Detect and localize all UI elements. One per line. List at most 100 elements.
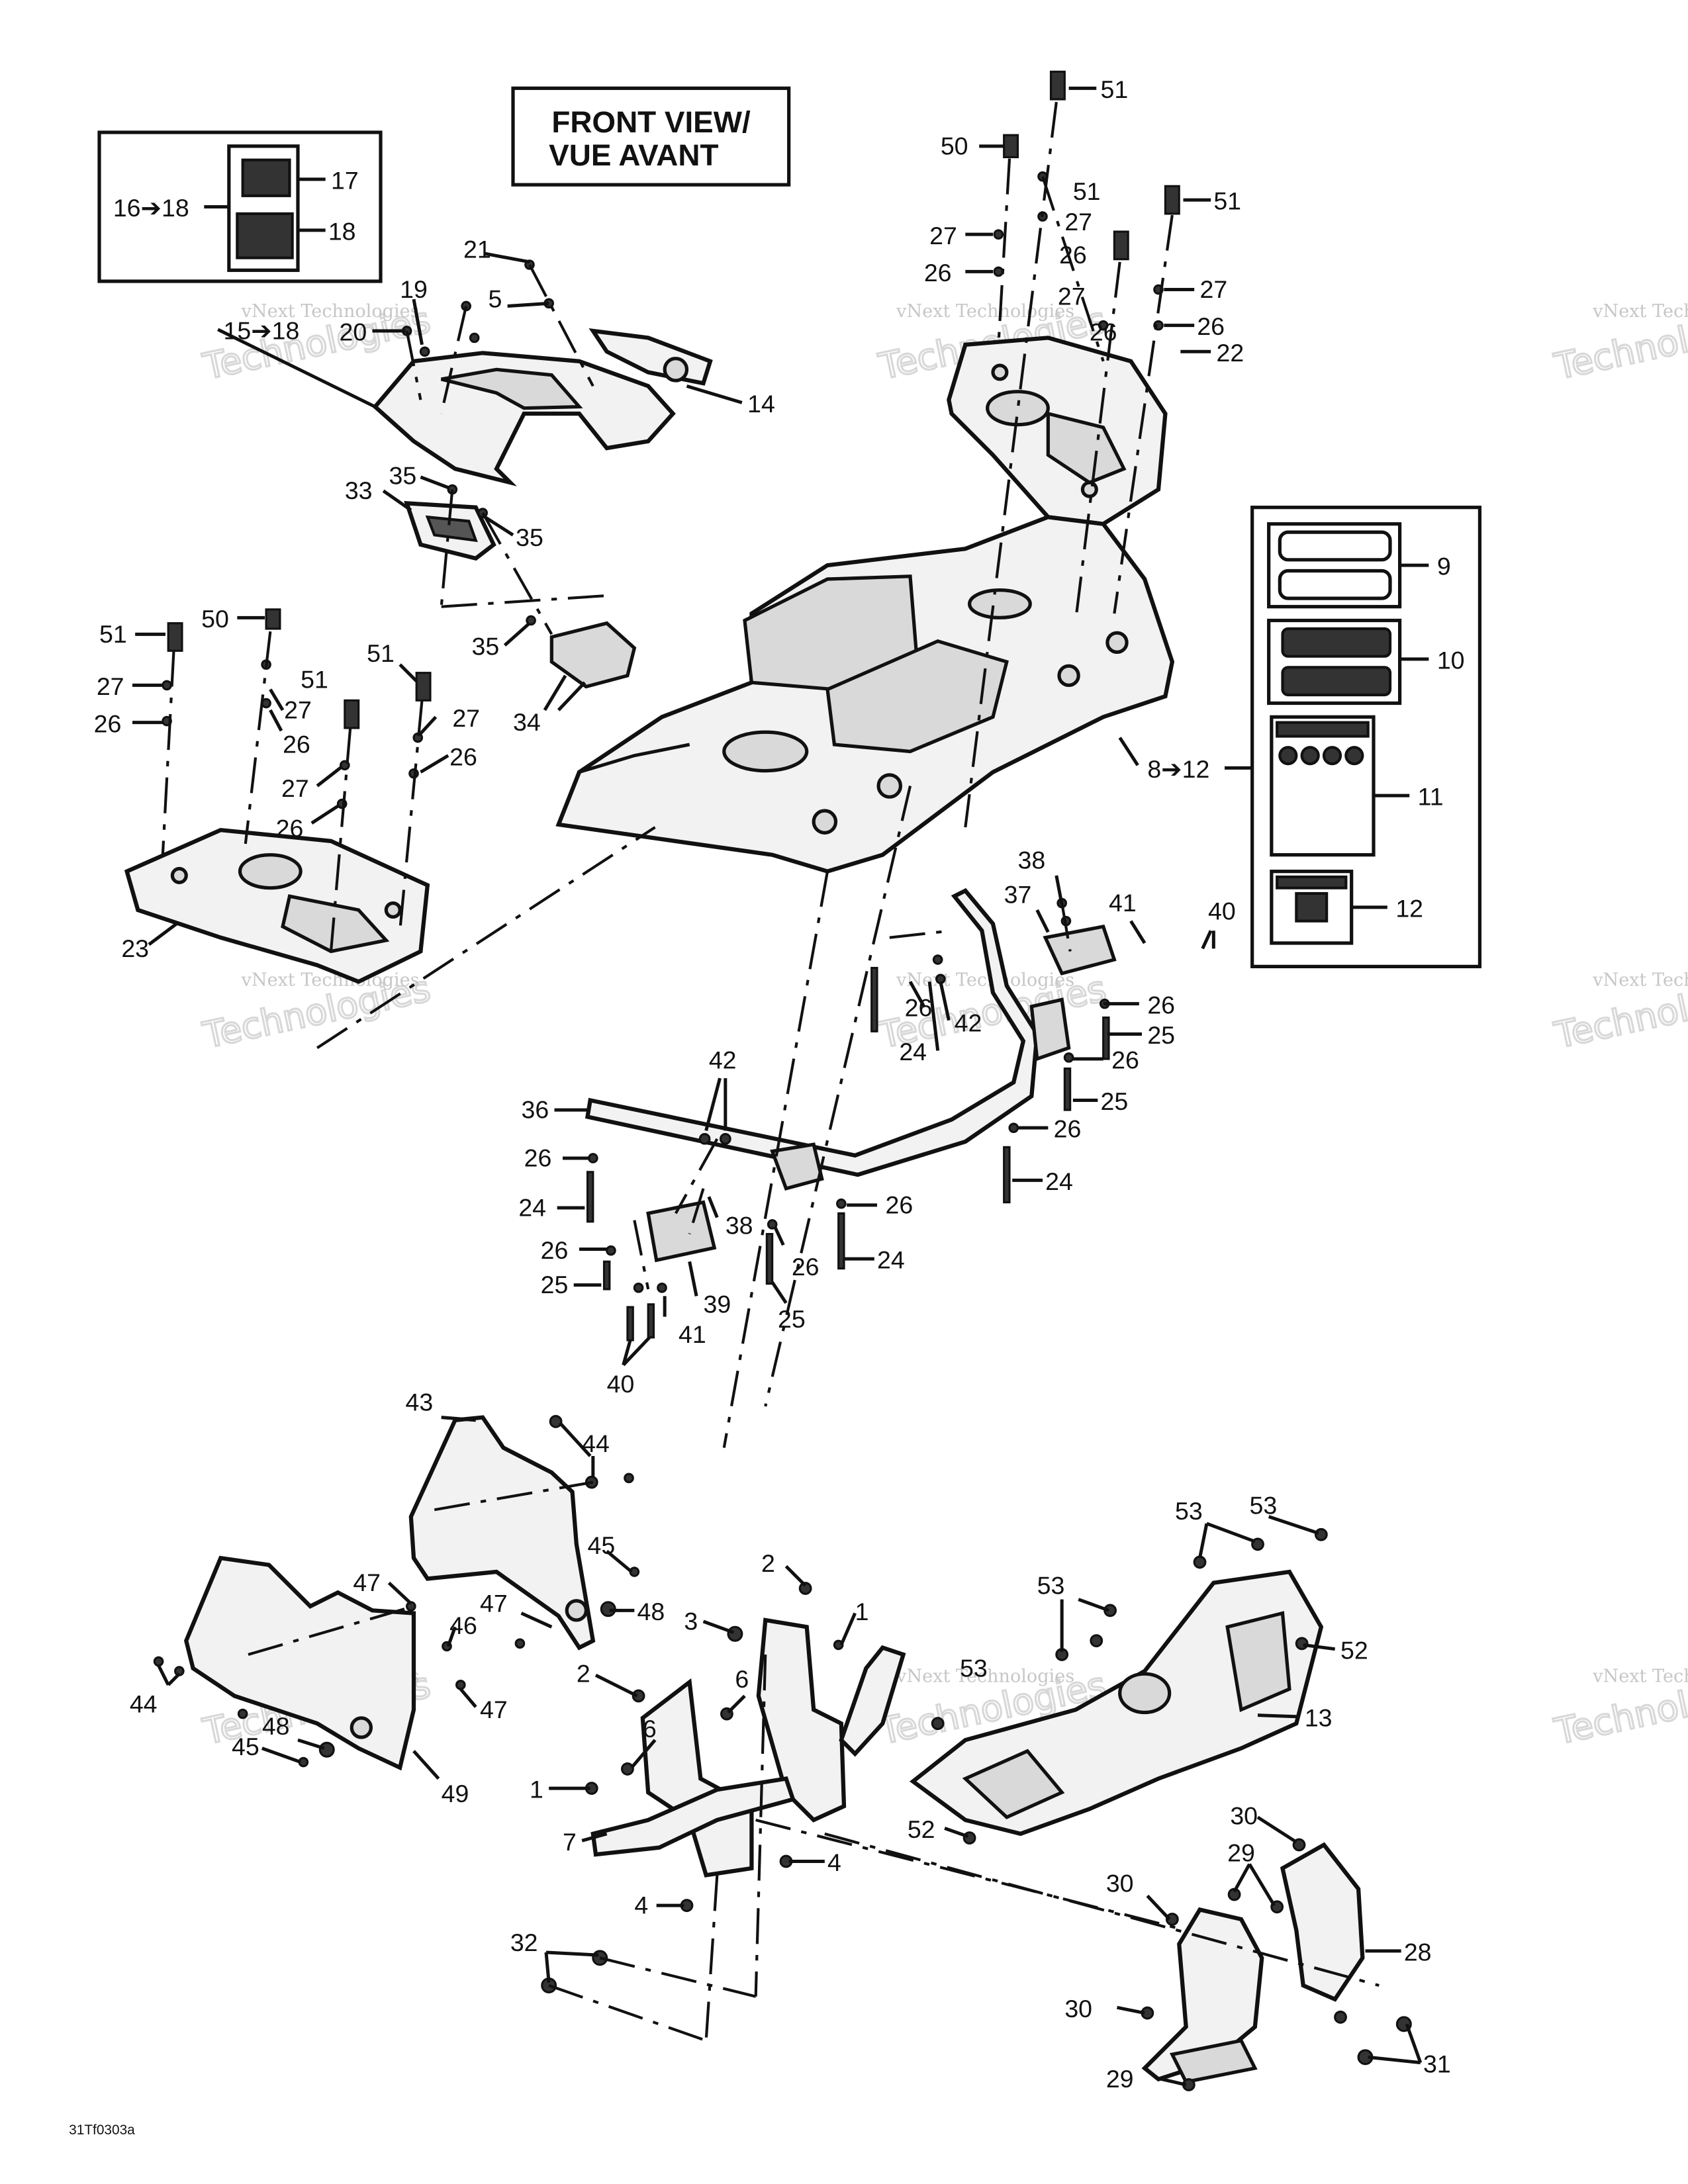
- callout-5: 5: [489, 285, 502, 313]
- callout-15-18: 15➔18: [224, 317, 300, 345]
- callout-35: 35: [472, 633, 500, 660]
- callout-42: 42: [955, 1009, 982, 1036]
- callout-51: 51: [301, 666, 328, 694]
- callout-3: 3: [684, 1608, 698, 1635]
- callout-4: 4: [827, 1848, 841, 1876]
- callout-23: 23: [121, 934, 149, 962]
- callout-53: 53: [1037, 1571, 1065, 1599]
- watermark-text: vNext Technologies: [241, 301, 420, 322]
- callout-13: 13: [1305, 1704, 1333, 1731]
- watermark-text: vNext Technologies: [241, 970, 420, 991]
- callout-44: 44: [582, 1430, 610, 1457]
- side-panel-49: [183, 1555, 416, 1771]
- bracket-34: [549, 621, 637, 689]
- watermark-text: vNext Technologies: [896, 970, 1074, 991]
- callout-53: 53: [960, 1654, 988, 1682]
- callout-38: 38: [726, 1212, 753, 1240]
- decal-10-avertissement-icon: [1281, 666, 1392, 697]
- callout-26: 26: [541, 1236, 569, 1264]
- screw-50-icon: [265, 608, 281, 630]
- rack-22: [947, 336, 1168, 526]
- decal-18-icon: [236, 212, 294, 259]
- callout-27: 27: [1200, 275, 1228, 303]
- callout-35: 35: [516, 523, 543, 551]
- callout-47: 47: [353, 1569, 381, 1596]
- front-cover-15: [372, 328, 713, 486]
- callout-17: 17: [331, 166, 359, 194]
- title-line-2: VUE AVANT: [549, 138, 718, 172]
- callout-27: 27: [1058, 282, 1086, 310]
- callout-30: 30: [1230, 1801, 1258, 1829]
- watermark-text: vNext Technologies: [1592, 970, 1688, 991]
- watermarks: vNext Technologies Technologies vNext Te…: [199, 298, 1688, 1754]
- front-bumper-frame-7: [590, 1617, 906, 1878]
- callout-6: 6: [735, 1665, 749, 1693]
- callout-45: 45: [232, 1733, 259, 1760]
- callout-21: 21: [463, 236, 491, 263]
- callout-25: 25: [541, 1271, 569, 1298]
- leader-lines: [132, 86, 1423, 2087]
- callout-38: 38: [1018, 846, 1046, 874]
- callout-4: 4: [634, 1891, 648, 1919]
- callout-2: 2: [577, 1660, 590, 1688]
- callout-labels: 51 50 51 51 27 27 26 26 27 27 26 26 22 1…: [69, 75, 1464, 2138]
- callout-37: 37: [1004, 881, 1032, 909]
- callout-29: 29: [1106, 2065, 1134, 2093]
- callout-27: 27: [281, 774, 309, 802]
- callout-26: 26: [886, 1191, 914, 1218]
- callout-51: 51: [99, 620, 127, 648]
- front-grill-13: [910, 1569, 1324, 1837]
- callout-40: 40: [607, 1370, 635, 1398]
- callout-26: 26: [449, 743, 477, 770]
- front-bumper-tube-36: [585, 887, 1117, 1263]
- callout-35: 35: [389, 461, 417, 489]
- callout-24: 24: [899, 1038, 927, 1066]
- callout-45: 45: [588, 1531, 616, 1559]
- callout-40: 40: [1208, 897, 1236, 925]
- callout-48: 48: [637, 1598, 665, 1625]
- callout-25: 25: [1101, 1087, 1129, 1115]
- callout-44: 44: [130, 1690, 158, 1718]
- rack-23: [124, 827, 430, 984]
- callout-51: 51: [1073, 177, 1101, 205]
- callout-26: 26: [1197, 312, 1225, 340]
- decal-9-caution-icon: [1278, 530, 1392, 562]
- callout-24: 24: [877, 1246, 905, 1274]
- watermark-text: vNext Technologies: [1592, 301, 1688, 322]
- callout-25: 25: [1147, 1021, 1175, 1049]
- screw-51-icon: [415, 672, 432, 702]
- callout-52: 52: [908, 1815, 935, 1843]
- callout-7: 7: [563, 1828, 577, 1856]
- callout-8-12: 8➔12: [1147, 755, 1209, 783]
- callout-51: 51: [367, 639, 395, 667]
- callout-32: 32: [510, 1929, 538, 1956]
- callout-53: 53: [1250, 1492, 1278, 1520]
- bracket-37: [1043, 925, 1117, 976]
- callout-25: 25: [778, 1305, 806, 1333]
- callout-19: 19: [400, 275, 428, 303]
- screw-51-icon: [1049, 70, 1066, 101]
- side-panel-43: [408, 1415, 596, 1651]
- screw-50-icon: [1003, 134, 1019, 159]
- bracket-39: [646, 1200, 717, 1263]
- callout-26: 26: [1054, 1115, 1082, 1143]
- front-fender-body: [555, 515, 1175, 874]
- callout-18: 18: [328, 218, 356, 246]
- callout-27: 27: [97, 672, 124, 700]
- callout-28: 28: [1404, 1938, 1432, 1966]
- callout-31: 31: [1423, 2050, 1451, 2077]
- callout-36: 36: [522, 1096, 549, 1124]
- callout-43: 43: [406, 1388, 434, 1416]
- callout-9: 9: [1437, 553, 1451, 580]
- decal-10-warning-icon: [1281, 627, 1392, 658]
- callout-48: 48: [262, 1712, 290, 1740]
- callout-20: 20: [340, 318, 367, 346]
- title-line-1: FRONT VIEW/: [551, 105, 751, 139]
- front-bumper-28: [1141, 1842, 1365, 2084]
- callout-27: 27: [1064, 208, 1092, 236]
- callout-26: 26: [1147, 991, 1175, 1019]
- screw-51-icon: [1164, 185, 1180, 215]
- callout-50: 50: [201, 605, 229, 633]
- callout-30: 30: [1106, 1869, 1134, 1897]
